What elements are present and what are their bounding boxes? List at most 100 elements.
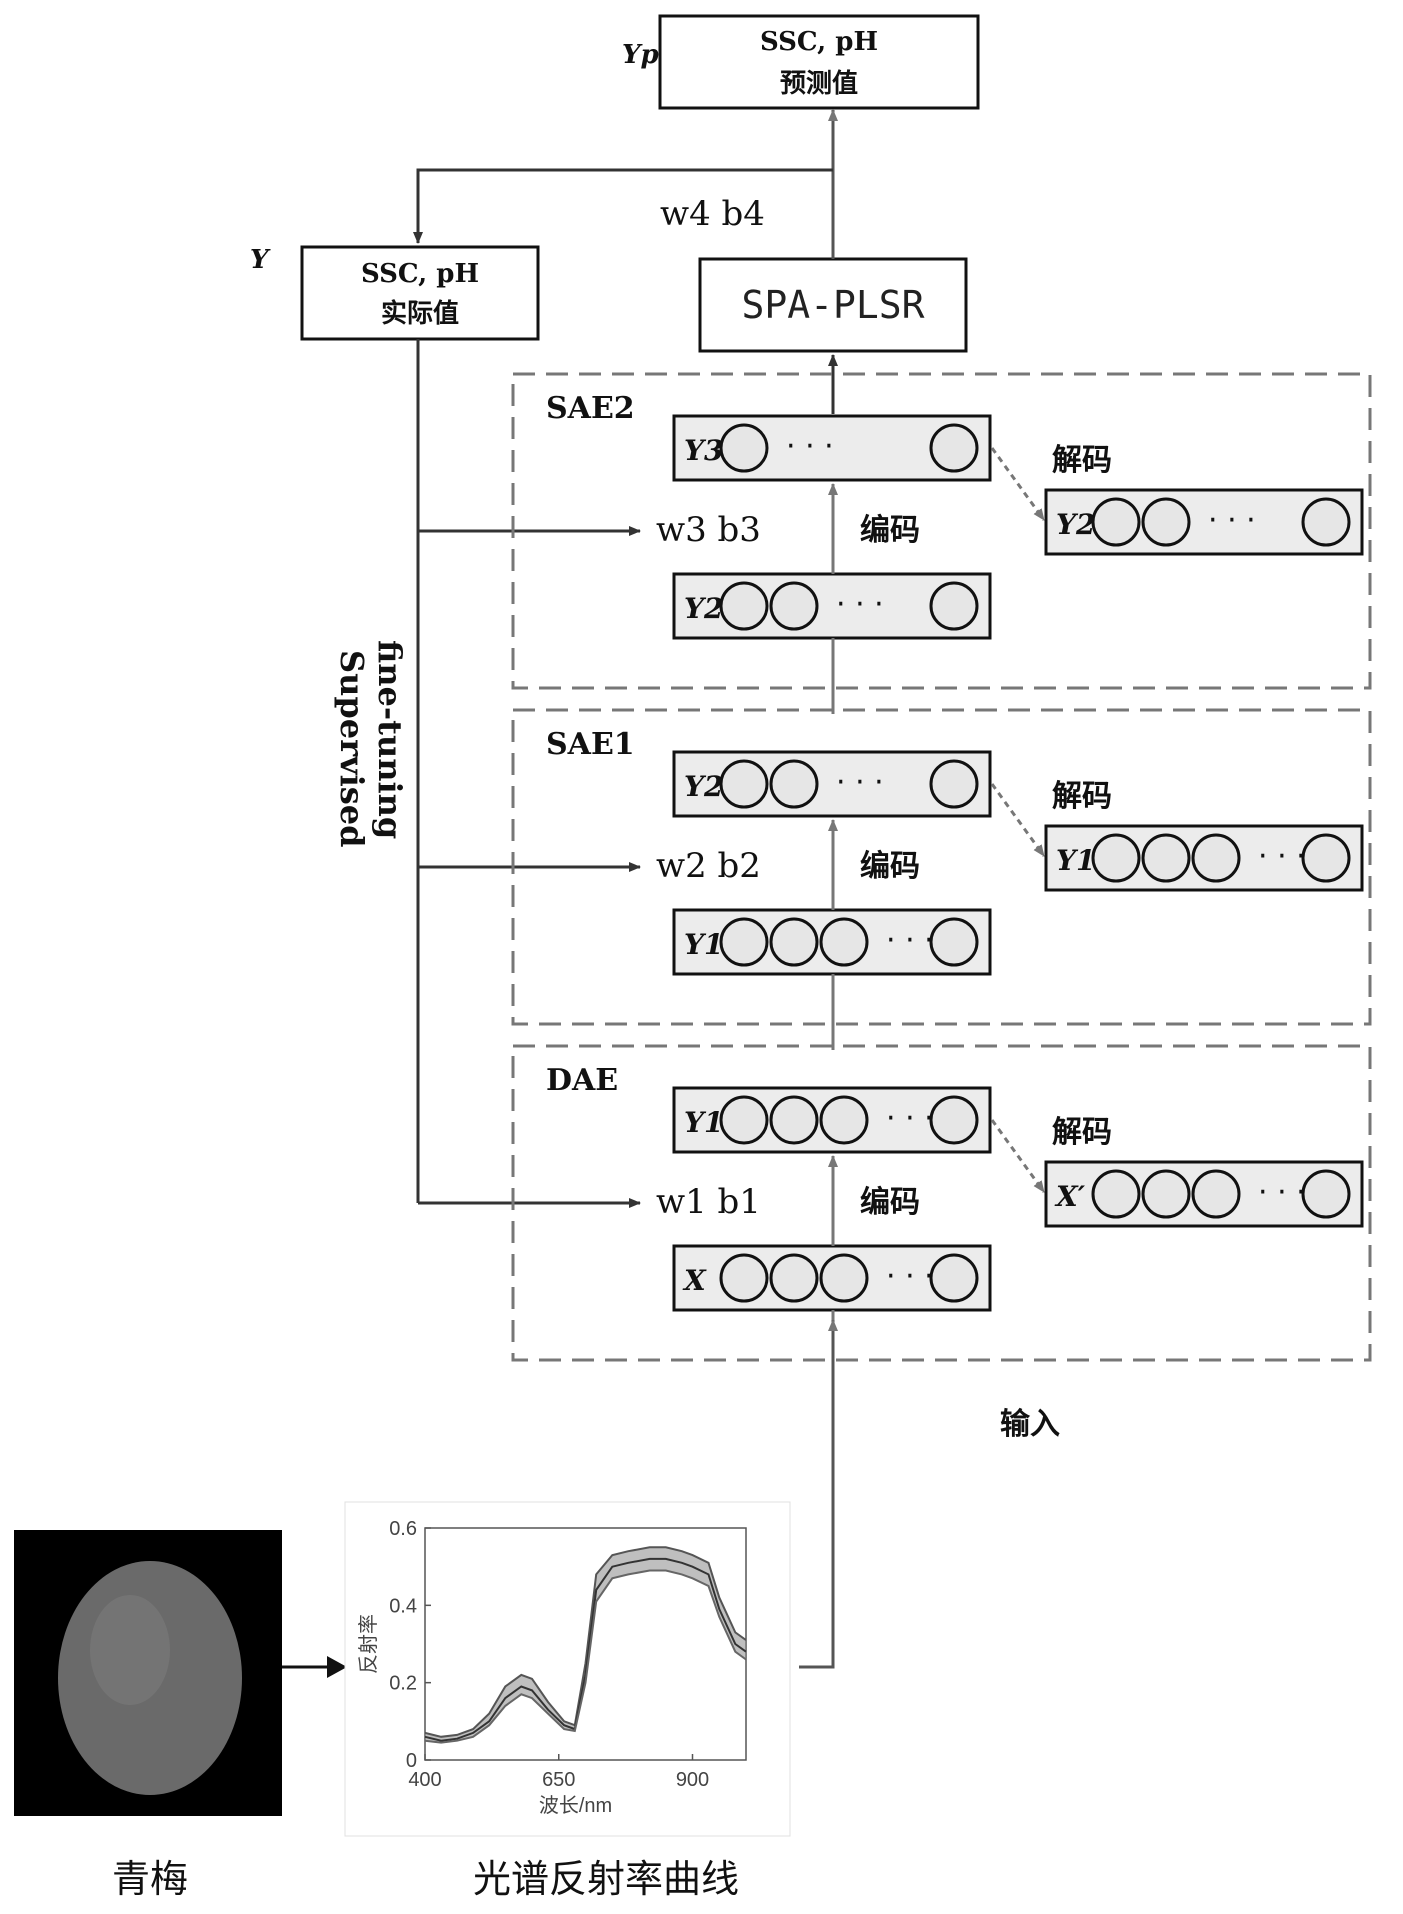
neuron-node [1191, 833, 1241, 883]
w4-b4-label: w4 b4 [660, 194, 765, 234]
ellipsis: · · · [1258, 839, 1306, 874]
input-label: 输入 [1000, 1407, 1060, 1442]
y-tick-label: 0.4 [389, 1595, 417, 1617]
y-tick-label: 0 [406, 1750, 417, 1772]
spectrum-line-2 [424, 1569, 747, 1744]
encode-label: 编码 [860, 849, 920, 884]
section-name: DAE [546, 1063, 618, 1098]
weights-label: w1 b1 [656, 1182, 761, 1222]
section-name: SAE2 [546, 391, 635, 426]
spectrum-caption: 光谱反射率曲线 [473, 1857, 739, 1901]
actual-value-box [300, 245, 540, 341]
neuron-node [719, 1253, 769, 1303]
decode-label: 解码 [1052, 443, 1112, 478]
ellipsis: · · · [886, 1259, 934, 1294]
top-layer: Y3· · · [672, 414, 992, 482]
neuron-node [719, 917, 769, 967]
layer-label: X [682, 1264, 707, 1297]
ellipsis: · · · [1208, 503, 1256, 538]
neuron-node [719, 759, 769, 809]
neuron-node [1141, 833, 1191, 883]
neuron-node [769, 581, 819, 631]
weights-label: w2 b2 [656, 846, 761, 886]
section-border [511, 708, 1372, 1026]
spectrum-line-1 [424, 1557, 747, 1742]
section-dae: DAE Y1 · · · X · · · X′ · · · 编码 解码 w1 b1 [511, 1044, 1372, 1366]
section-name: SAE1 [546, 727, 635, 762]
spa-plsr-label: SPA-PLSR [741, 283, 924, 327]
y-tick-label: 0.2 [389, 1673, 417, 1695]
actual-box-line1: SSC, pH [361, 259, 479, 289]
decode-layer: Y1′· · · [1044, 824, 1364, 892]
neuron-node-last [929, 1095, 979, 1145]
neuron-node [819, 1095, 869, 1145]
neuron-node-last [1301, 833, 1351, 883]
layer-label: Y3 [684, 434, 723, 467]
decode-arrow [990, 1119, 1046, 1193]
spectrum-band [425, 1547, 746, 1743]
ellipsis: · · · [886, 923, 934, 958]
bottom-layer: X · · · [672, 1244, 992, 1312]
neuron-node [769, 917, 819, 967]
neuron-node [1191, 1169, 1241, 1219]
encode-label: 编码 [860, 513, 920, 548]
ellipsis: · · · [886, 1101, 934, 1136]
section-border [511, 372, 1372, 690]
neuron-node-last [1301, 497, 1351, 547]
neuron-node-last [1301, 1169, 1351, 1219]
layer-label: Y2 [684, 770, 723, 803]
actual-var-label: Y [250, 245, 271, 275]
fruit-caption: 青梅 [112, 1857, 188, 1901]
supervised-text: Supervised fine-tuning [333, 640, 409, 847]
neuron-node [1091, 497, 1141, 547]
x-tick-label: 650 [542, 1769, 575, 1791]
top-layer: Y1 · · · [672, 1086, 992, 1154]
decode-layer: Y2′· · · [1044, 488, 1364, 556]
neuron-node [1091, 1169, 1141, 1219]
y-tick-label: 0.6 [389, 1518, 417, 1540]
ellipsis: · · · [836, 765, 884, 800]
svg-text:Supervised: Supervised [333, 650, 371, 847]
x-tick-label: 400 [408, 1769, 441, 1791]
neuron-node-last [929, 1253, 979, 1303]
neuron-node [769, 759, 819, 809]
section-border [511, 1044, 1372, 1362]
neuron-node [819, 917, 869, 967]
svg-text:fine-tuning: fine-tuning [371, 640, 409, 839]
decode-label: 解码 [1052, 1115, 1112, 1150]
neuron-node-last [929, 917, 979, 967]
neuron-node [769, 1253, 819, 1303]
spectrum-line-0 [424, 1546, 747, 1738]
y-axis-label: 反射率 [357, 1614, 380, 1674]
output-box-line2: 预测值 [780, 69, 858, 99]
x-tick-label: 900 [676, 1769, 709, 1791]
actual-box-line2: 实际值 [381, 298, 459, 329]
bottom-layer: Y1 · · · [672, 908, 992, 976]
neuron-node-last [929, 759, 979, 809]
ellipsis: · · · [1258, 1175, 1306, 1210]
layer-label: X′ [1054, 1180, 1086, 1213]
weights-label: w3 b3 [656, 510, 761, 550]
layer-label: Y1 [684, 1106, 723, 1139]
neuron-node [1141, 1169, 1191, 1219]
encode-label: 编码 [860, 1185, 920, 1220]
input-line [799, 1319, 838, 1669]
feedback-line-top [413, 168, 833, 244]
neuron-node [1141, 497, 1191, 547]
layer-label: Y1 [684, 928, 723, 961]
ellipsis: · · · [836, 587, 884, 622]
decode-layer: X′ · · · [1044, 1160, 1364, 1228]
decode-label: 解码 [1052, 779, 1112, 814]
decode-arrow [990, 447, 1046, 521]
decode-arrow [990, 783, 1046, 857]
top-layer: Y2 · · · [672, 750, 992, 818]
neuron-node-last [929, 423, 979, 473]
neuron-node [1091, 833, 1141, 883]
neuron-node [719, 423, 769, 473]
fruit-highlight [90, 1595, 170, 1705]
layer-label: Y2 [684, 592, 723, 625]
